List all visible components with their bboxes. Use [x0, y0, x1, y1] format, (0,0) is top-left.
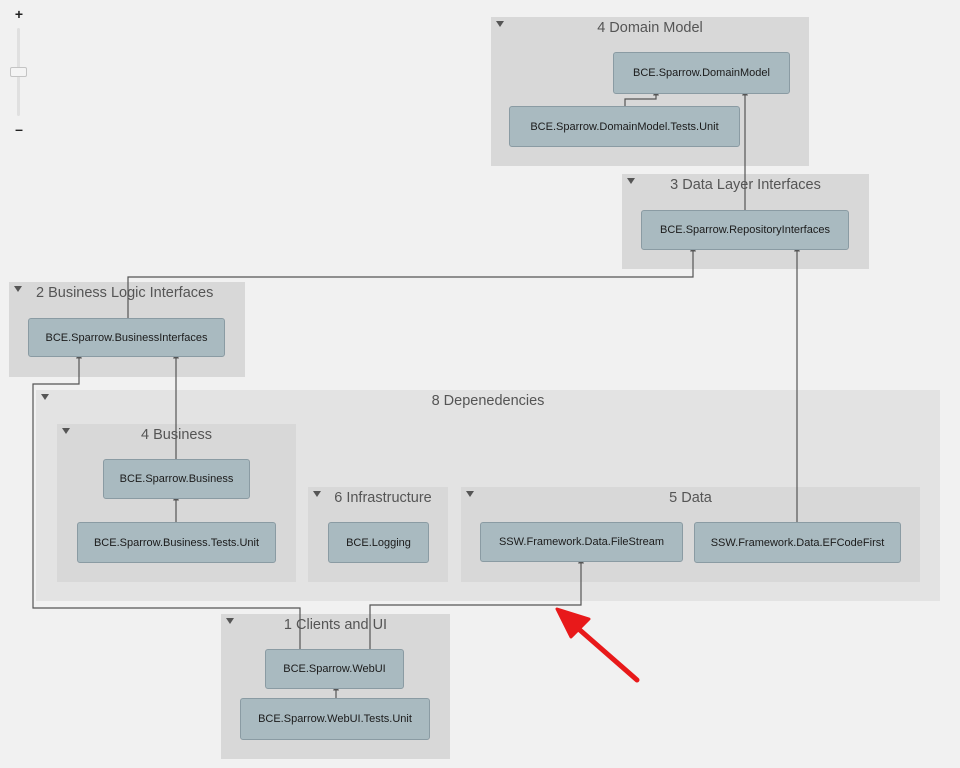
collapse-triangle-icon[interactable]: [14, 286, 22, 292]
collapse-triangle-icon[interactable]: [466, 491, 474, 497]
node-domain-model[interactable]: BCE.Sparrow.DomainModel: [613, 52, 790, 94]
node-logging[interactable]: BCE.Logging: [328, 522, 429, 563]
node-webui-tests[interactable]: BCE.Sparrow.WebUI.Tests.Unit: [240, 698, 430, 740]
collapse-triangle-icon[interactable]: [313, 491, 321, 497]
edge-webui-to-filestream: [369, 557, 584, 649]
node-filestream[interactable]: SSW.Framework.Data.FileStream: [480, 522, 683, 562]
node-efcodefirst[interactable]: SSW.Framework.Data.EFCodeFirst: [694, 522, 901, 563]
group-title: 8 Depenedencies: [431, 393, 545, 409]
node-repository-interfaces[interactable]: BCE.Sparrow.RepositoryInterfaces: [641, 210, 849, 250]
zoom-slider-thumb[interactable]: [10, 67, 27, 77]
group-title: 2 Business Logic Interfaces: [36, 285, 214, 301]
collapse-triangle-icon[interactable]: [226, 618, 234, 624]
node-business-tests[interactable]: BCE.Sparrow.Business.Tests.Unit: [77, 522, 276, 563]
node-domain-model-tests[interactable]: BCE.Sparrow.DomainModel.Tests.Unit: [509, 106, 740, 147]
collapse-triangle-icon[interactable]: [41, 394, 49, 400]
group-title: 1 Clients and UI: [283, 617, 388, 633]
group-title: 6 Infrastructure: [334, 490, 432, 506]
node-business-interfaces[interactable]: BCE.Sparrow.BusinessInterfaces: [28, 318, 225, 357]
node-business[interactable]: BCE.Sparrow.Business: [103, 459, 250, 499]
edge-businessinterfaces-to-repository: [127, 245, 696, 318]
red-arrow-icon: [555, 607, 640, 683]
edge-webui-to-businessinterfaces: [32, 352, 301, 649]
collapse-triangle-icon[interactable]: [62, 428, 70, 434]
group-title: 4 Domain Model: [597, 20, 703, 36]
zoom-in-button[interactable]: +: [14, 6, 24, 22]
node-webui[interactable]: BCE.Sparrow.WebUI: [265, 649, 404, 689]
group-title: 5 Data: [669, 490, 712, 506]
collapse-triangle-icon[interactable]: [627, 178, 635, 184]
zoom-out-button[interactable]: –: [15, 121, 23, 137]
edge-domaintests-to-domainmodel: [624, 89, 659, 106]
collapse-triangle-icon[interactable]: [496, 21, 504, 27]
